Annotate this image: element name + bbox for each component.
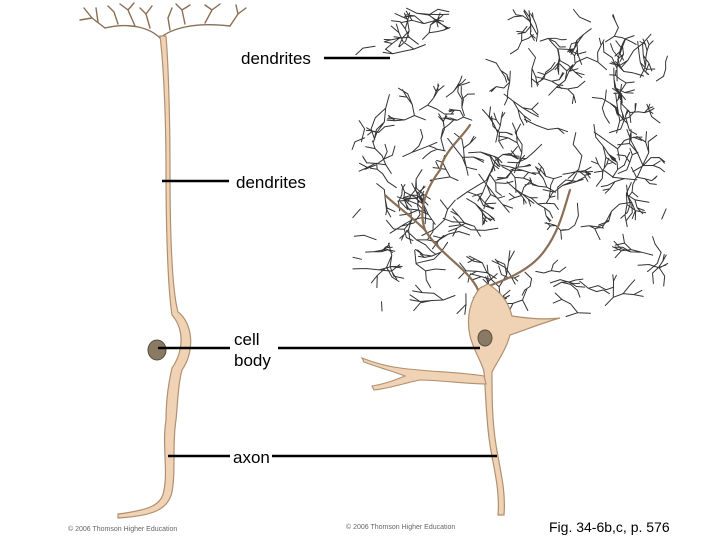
label-cell-body-line1: cell bbox=[234, 330, 260, 349]
leader-lines bbox=[158, 56, 497, 458]
left-neuron-nucleus bbox=[147, 339, 167, 361]
right-neuron-nucleus bbox=[477, 329, 493, 347]
dendrite-branch-texture bbox=[351, 7, 669, 319]
copyright-left: © 2006 Thomson Higher Education bbox=[68, 526, 178, 533]
label-dendrites-mid: dendrites bbox=[236, 173, 306, 192]
left-neuron bbox=[79, 2, 247, 519]
right-neuron bbox=[351, 7, 669, 516]
left-neuron-dendrite-tree bbox=[79, 2, 247, 39]
label-dendrites-top: dendrites bbox=[241, 49, 311, 68]
right-neuron-axon-collateral bbox=[360, 356, 487, 391]
right-neuron-body-axon bbox=[467, 283, 561, 516]
copyright-right: © 2006 Thomson Higher Education bbox=[346, 524, 456, 531]
label-axon: axon bbox=[233, 448, 270, 467]
right-neuron-main-dendrites bbox=[383, 123, 572, 292]
figure-caption: Fig. 34-6b,c, p. 576 bbox=[549, 519, 670, 535]
right-neuron-dendrite-arbor bbox=[351, 7, 669, 319]
left-neuron-shaft bbox=[117, 35, 192, 519]
label-cell-body-line2: body bbox=[234, 351, 271, 370]
